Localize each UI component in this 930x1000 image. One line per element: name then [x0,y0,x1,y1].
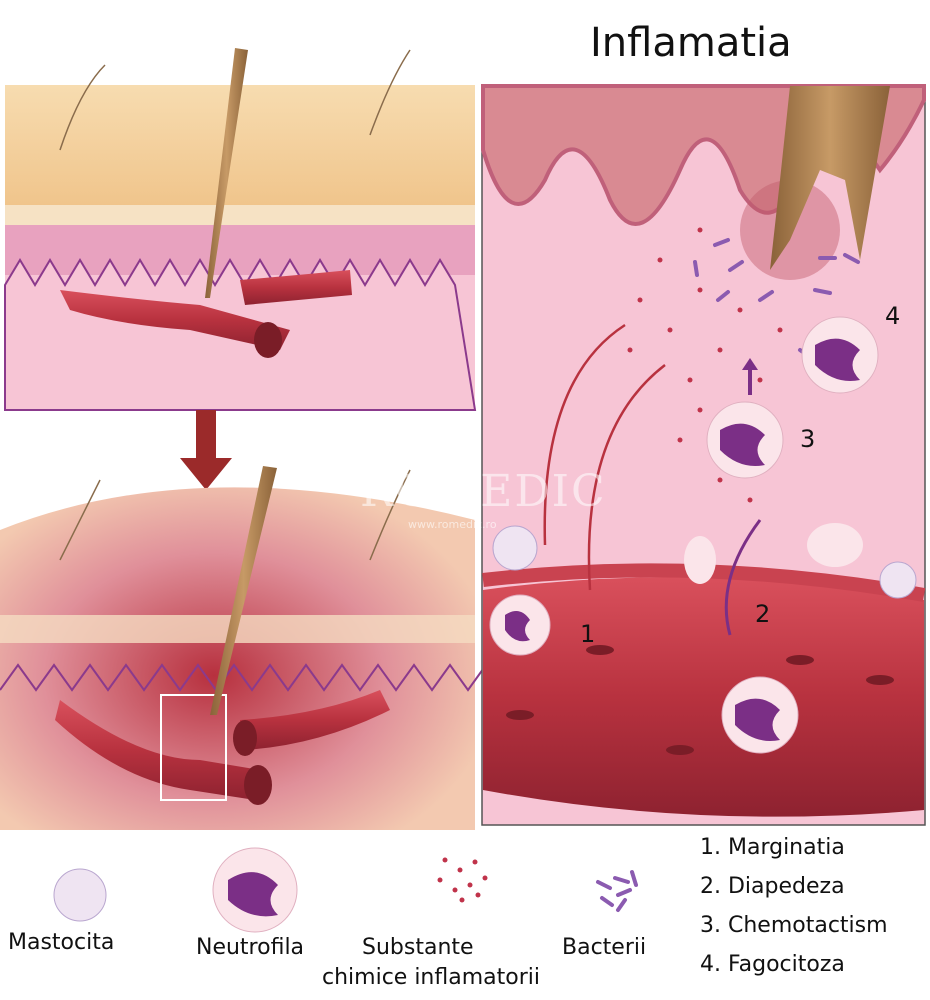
neutrophil-icon [212,847,298,933]
chemical-substances [627,227,783,503]
watermark-brand: ROMEDIC [360,466,607,517]
legend-bacteria-label: Bacterii [562,935,647,960]
blood-vessel [60,290,290,350]
down-arrow [180,410,232,490]
step-chemotactism: 3. Chemotactism [700,913,888,938]
legend-neutrophil-label: Neutrofila [196,935,305,960]
step-diapedeza: 2. Diapedeza [700,874,845,899]
legend-mastocyte-label: Mastocita [8,930,115,955]
panel-before-injury [4,48,477,411]
stage-label-4: 4 [885,302,901,330]
panel-inflammation-detail [481,84,926,826]
zoom-box [160,694,227,801]
bacteria-icon [596,870,638,912]
watermark-url: www.romedic.ro [408,518,497,531]
blood-vessel-wall [483,577,924,817]
thorn [205,48,248,298]
mastocyte-icon [53,868,107,922]
neutrophils [489,316,879,754]
step-marginatia: 1. Marginatia [700,835,845,860]
chemical-dots-icon [437,857,488,903]
panel-after-injury [0,466,487,830]
stage-label-2: 2 [755,600,771,628]
step-fagocitoza: 4. Fagocitoza [700,952,845,977]
page-title: Inflamatia [590,20,792,66]
legend-icons [53,847,638,933]
chemotaxis-arrows [543,323,666,591]
stage-label-3: 3 [800,425,816,453]
legend-chemicals-label-2: chimice inflamatorii [322,965,540,990]
mastocyte [492,525,538,571]
stage-label-1: 1 [580,620,596,648]
legend-chemicals-label: Substante [362,935,474,960]
